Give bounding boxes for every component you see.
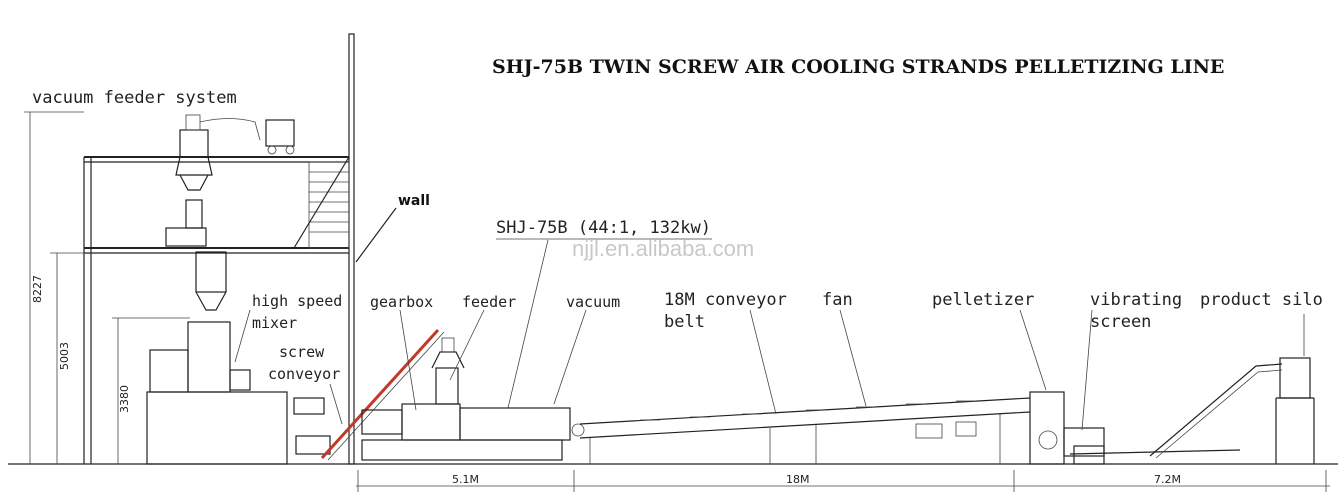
leader-mixer xyxy=(234,309,251,363)
label-extruder-model: SHJ-75B (44:1, 132kw) xyxy=(496,218,711,238)
label-product-silo: product silo xyxy=(1200,290,1323,310)
label-mixer: mixer xyxy=(252,314,297,332)
label-screen: screen xyxy=(1090,312,1151,332)
length-dimensions xyxy=(356,470,1330,492)
conveyor-belt xyxy=(579,397,1031,464)
dim-length-end: 7.2M xyxy=(1154,473,1181,486)
dim-length-conveyor: 18M xyxy=(786,473,810,486)
vacuum-feeder-unit xyxy=(165,114,295,311)
label-fan: fan xyxy=(822,290,853,310)
label-gearbox: gearbox xyxy=(370,293,433,311)
leader-conveyor xyxy=(749,309,777,415)
label-pelletizer: pelletizer xyxy=(932,290,1034,310)
label-wall: wall xyxy=(398,193,430,209)
dim-height-floor: 5003 xyxy=(58,342,71,370)
leader-vibrating-screen xyxy=(1081,309,1093,431)
wall-structure xyxy=(348,33,355,465)
label-vibrating: vibrating xyxy=(1090,290,1182,310)
high-speed-mixer xyxy=(146,321,331,465)
label-screw: screw xyxy=(279,343,325,361)
watermark: njjl.en.alibaba.com xyxy=(572,236,754,261)
dim-height-total: 8227 xyxy=(31,275,44,303)
label-feeder: feeder xyxy=(462,293,516,311)
vibrating-screen xyxy=(1069,445,1241,465)
label-18m-conveyor: 18M conveyor xyxy=(664,290,787,310)
leader-fan xyxy=(839,309,867,407)
leader-feeder xyxy=(449,309,485,381)
label-high-speed: high speed xyxy=(252,292,342,310)
leader-vacuum xyxy=(553,309,587,405)
product-silo xyxy=(1149,314,1315,464)
pelletizer xyxy=(1029,391,1105,465)
dim-length-extruder: 5.1M xyxy=(452,473,479,486)
platform-structure xyxy=(83,156,350,464)
screw-conveyor xyxy=(320,328,445,461)
leader-gearbox xyxy=(399,309,417,411)
leader-pelletizer xyxy=(1019,309,1047,391)
dim-height-mixer: 3380 xyxy=(118,385,131,413)
label-vacuum: vacuum xyxy=(566,293,620,311)
leader-wall xyxy=(355,207,397,263)
extruder xyxy=(361,337,585,461)
label-belt: belt xyxy=(664,312,705,332)
label-conveyor: conveyor xyxy=(268,365,340,383)
diagram-title: SHJ-75B TWIN SCREW AIR COOLING STRANDS P… xyxy=(492,56,1224,78)
height-dimensions xyxy=(24,111,190,464)
label-vacuum-feeder-system: vacuum feeder system xyxy=(32,88,237,108)
leader-screw-conveyor xyxy=(329,383,343,425)
leader-extruder xyxy=(507,239,549,409)
